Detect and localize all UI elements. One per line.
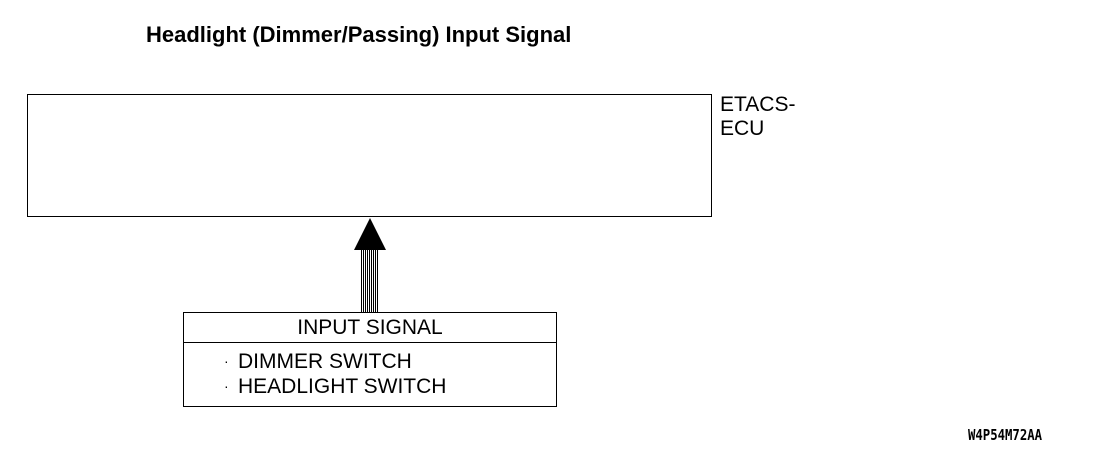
bullet-icon: · — [224, 378, 229, 394]
figure-code: W4P54M72AA — [968, 426, 1043, 444]
ecu-label-line1: ETACS- — [720, 93, 796, 116]
list-item-label: DIMMER SWITCH — [238, 350, 412, 373]
input-signal-box: INPUT SIGNAL · DIMMER SWITCH · HEADLIGHT… — [183, 312, 557, 407]
up-arrow-icon — [354, 218, 386, 312]
bullet-icon: · — [224, 353, 229, 369]
ecu-label-line2: ECU — [720, 117, 765, 140]
list-item-label: HEADLIGHT SWITCH — [238, 375, 447, 398]
etacs-ecu-box — [27, 94, 712, 217]
input-signal-header: INPUT SIGNAL — [184, 313, 556, 343]
etacs-ecu-label: ETACS- ECU — [720, 93, 795, 141]
list-item-dimmer-switch: · DIMMER SWITCH — [224, 349, 556, 374]
diagram-title: Headlight (Dimmer/Passing) Input Signal — [146, 22, 572, 47]
input-signal-list: · DIMMER SWITCH · HEADLIGHT SWITCH — [184, 343, 556, 399]
list-item-headlight-switch: · HEADLIGHT SWITCH — [224, 374, 556, 399]
